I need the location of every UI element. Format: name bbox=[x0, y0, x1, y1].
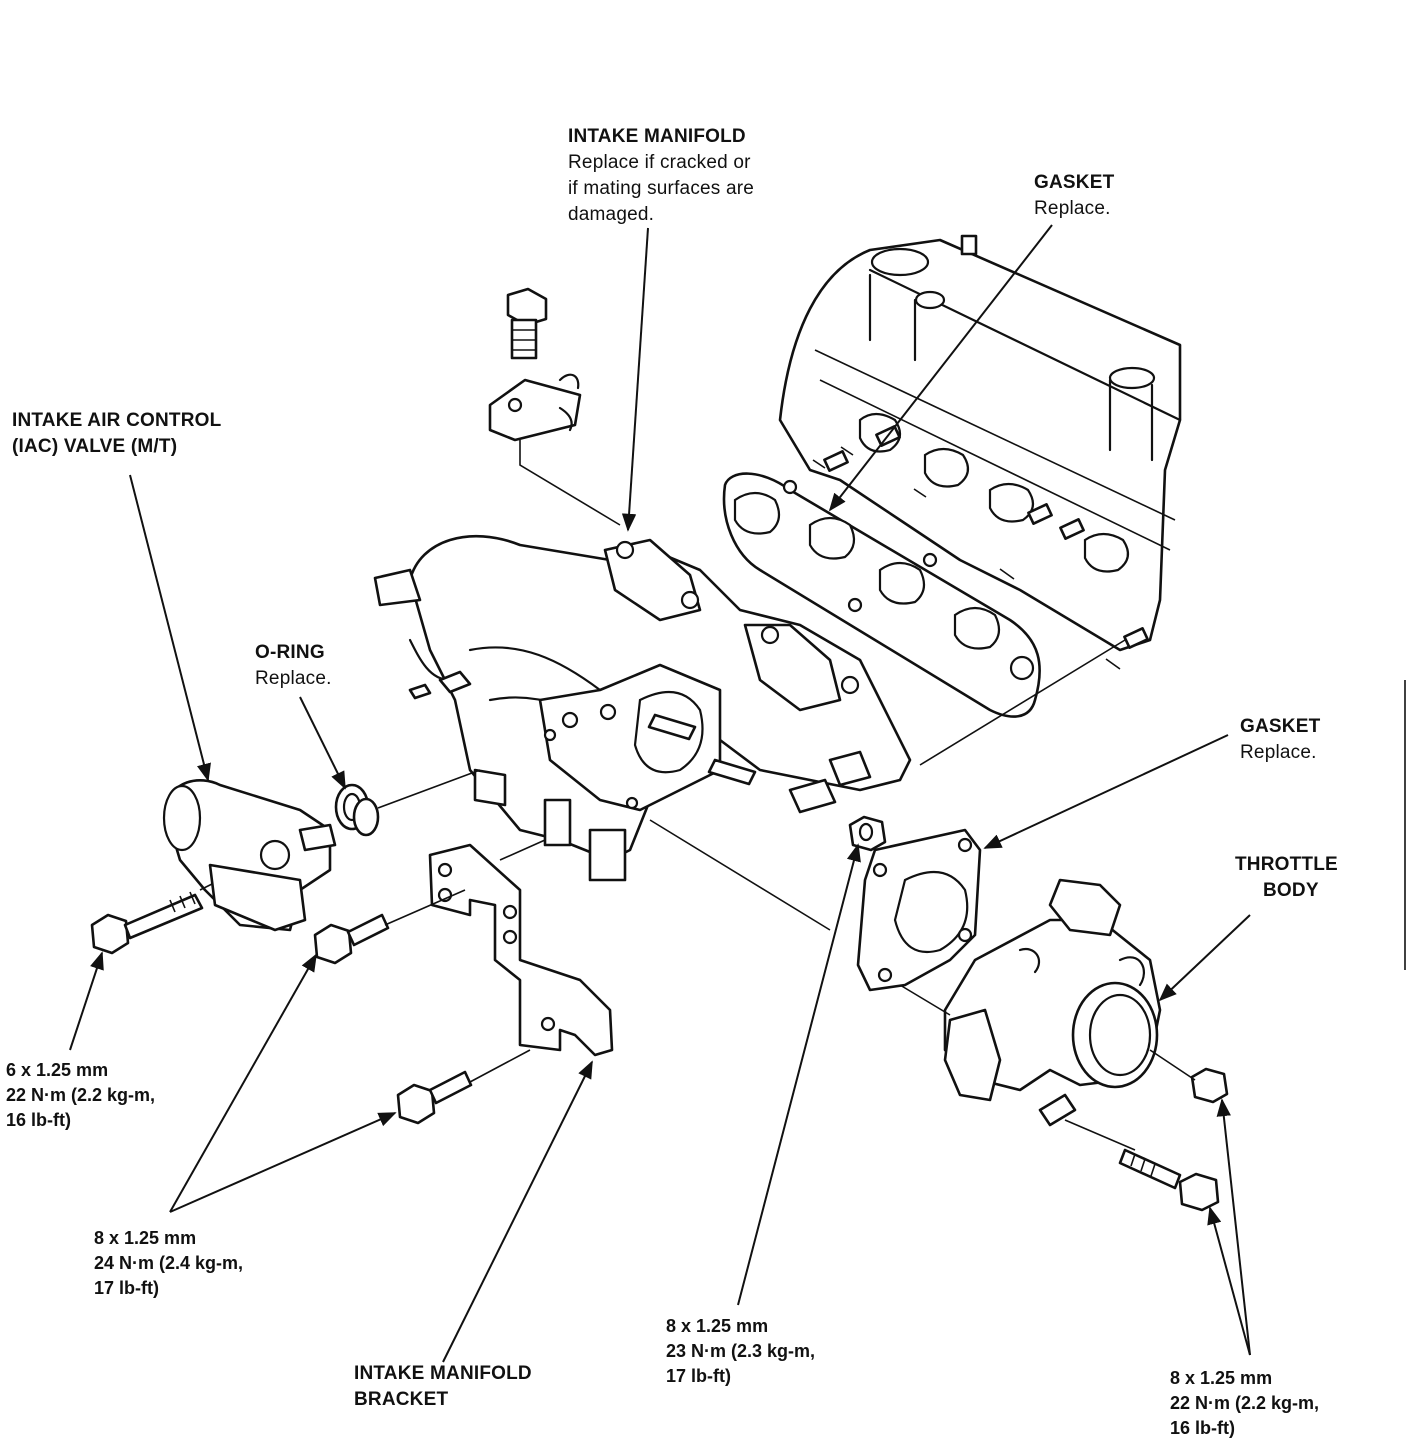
gasket-throttle-title: GASKET bbox=[1240, 716, 1321, 737]
cylinder-head bbox=[778, 234, 1182, 670]
throttle-nut bbox=[848, 815, 887, 852]
label-throttle-body: THROTTLE BODY bbox=[1235, 852, 1338, 904]
spec-iac-bolt-lbft: 16 lb-ft) bbox=[6, 1110, 71, 1130]
o-ring-part bbox=[334, 783, 380, 837]
throttle-body-title-line1: THROTTLE bbox=[1235, 854, 1338, 875]
throttle-body-part bbox=[943, 878, 1162, 1127]
spec-throttle-bolts-size: 8 x 1.25 mm bbox=[1170, 1368, 1273, 1388]
spec-throttle-nut-lbft: 17 lb-ft) bbox=[666, 1366, 731, 1386]
iac-valve-title-line2: (IAC) VALVE (M/T) bbox=[12, 436, 178, 457]
throttle-bolt-upper bbox=[1190, 1067, 1229, 1104]
manifold-bracket-title-line2: BRACKET bbox=[354, 1389, 449, 1410]
o-ring-title: O-RING bbox=[255, 642, 325, 663]
spec-iac-bolt-size: 6 x 1.25 mm bbox=[6, 1060, 109, 1080]
o-ring-note: Replace. bbox=[255, 668, 332, 689]
spec-bracket-bolts-lbft: 17 lb-ft) bbox=[94, 1278, 159, 1298]
bracket-bolt-upper bbox=[313, 913, 390, 965]
intake-manifold-note-line1: Replace if cracked or bbox=[568, 152, 751, 173]
gasket-head-note: Replace. bbox=[1034, 198, 1111, 219]
spec-bracket-bolts-size: 8 x 1.25 mm bbox=[94, 1228, 197, 1248]
throttle-body-title-line2: BODY bbox=[1263, 880, 1319, 901]
manifold-bracket-part bbox=[428, 843, 614, 1057]
spec-iac-bolt-torque: 22 N·m (2.2 kg-m, bbox=[6, 1085, 156, 1105]
intake-manifold-note-line3: damaged. bbox=[568, 204, 655, 225]
manifold-bracket-title-line1: INTAKE MANIFOLD bbox=[354, 1363, 532, 1384]
manifold-gasket-part bbox=[722, 472, 1041, 718]
label-o-ring: O-RING Replace. bbox=[255, 640, 332, 692]
spec-throttle-nut: 8 x 1.25 mm 23 N·m (2.3 kg-m, 17 lb-ft) bbox=[666, 1314, 815, 1389]
spec-bracket-bolts: 8 x 1.25 mm 24 N·m (2.4 kg-m, 17 lb-ft) bbox=[94, 1226, 243, 1301]
label-intake-manifold: INTAKE MANIFOLD Replace if cracked or if… bbox=[568, 124, 754, 228]
intake-manifold-note-line2: if mating surfaces are bbox=[568, 178, 755, 199]
iac-valve-part bbox=[162, 779, 337, 932]
intake-manifold-part bbox=[373, 534, 912, 882]
bracket-bolt-lower bbox=[396, 1070, 473, 1125]
spec-throttle-nut-size: 8 x 1.25 mm bbox=[666, 1316, 769, 1336]
throttle-bolt-lower bbox=[1118, 1148, 1220, 1212]
spec-iac-bolt: 6 x 1.25 mm 22 N·m (2.2 kg-m, 16 lb-ft) bbox=[6, 1058, 155, 1133]
spec-throttle-bolts-lbft: 16 lb-ft) bbox=[1170, 1418, 1235, 1438]
throttle-gasket-part bbox=[856, 828, 982, 992]
label-gasket-head: GASKET Replace. bbox=[1034, 170, 1114, 222]
spec-throttle-bolts: 8 x 1.25 mm 22 N·m (2.2 kg-m, 16 lb-ft) bbox=[1170, 1366, 1319, 1441]
assembly-lines bbox=[199, 440, 1406, 1151]
intake-manifold-title: INTAKE MANIFOLD bbox=[568, 126, 746, 147]
gasket-head-title: GASKET bbox=[1034, 172, 1115, 193]
spec-throttle-bolts-torque: 22 N·m (2.2 kg-m, bbox=[1170, 1393, 1320, 1413]
spec-bracket-bolts-torque: 24 N·m (2.4 kg-m, bbox=[94, 1253, 244, 1273]
iac-valve-title-line1: INTAKE AIR CONTROL bbox=[12, 410, 222, 431]
spec-throttle-nut-torque: 23 N·m (2.3 kg-m, bbox=[666, 1341, 816, 1361]
leader-arrows bbox=[69, 224, 1251, 1363]
label-iac-valve: INTAKE AIR CONTROL (IAC) VALVE (M/T) bbox=[12, 408, 221, 460]
gasket-throttle-note: Replace. bbox=[1240, 742, 1317, 763]
label-gasket-throttle: GASKET Replace. bbox=[1240, 714, 1320, 766]
iac-bolt bbox=[90, 891, 204, 955]
manifold-top-bolt bbox=[488, 287, 582, 442]
label-manifold-bracket: INTAKE MANIFOLD BRACKET bbox=[354, 1361, 532, 1413]
